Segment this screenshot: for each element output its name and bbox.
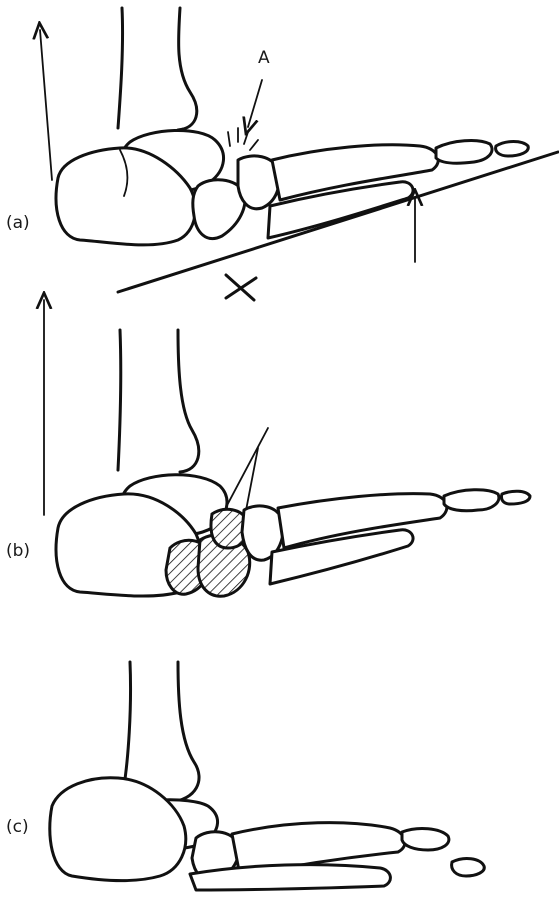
phalanx-b-2 <box>501 491 530 504</box>
panel-a: (a) A <box>6 8 558 300</box>
phalanx-1 <box>436 141 492 164</box>
pointer-a-label: A <box>258 48 270 68</box>
phalanx-c-1 <box>402 829 449 850</box>
heel-lift-arrow <box>40 30 52 180</box>
calcaneus-c <box>50 778 186 881</box>
panel-b-label: (b) <box>6 541 30 561</box>
phalanx-2 <box>496 142 529 157</box>
metatarsal-c-2 <box>190 865 390 890</box>
phalanx-b-1 <box>444 490 499 511</box>
panel-c: (c) <box>6 662 484 890</box>
panel-a-label: (a) <box>6 213 30 233</box>
pointer-a-arrow <box>248 80 262 127</box>
impact-lines <box>228 128 258 150</box>
phalanx-c-2 <box>452 859 485 876</box>
tibia <box>118 8 197 130</box>
panel-c-label: (c) <box>6 817 29 837</box>
panel-b: (b) <box>6 300 530 596</box>
x-mark <box>226 275 256 300</box>
tibia-b <box>118 330 199 472</box>
